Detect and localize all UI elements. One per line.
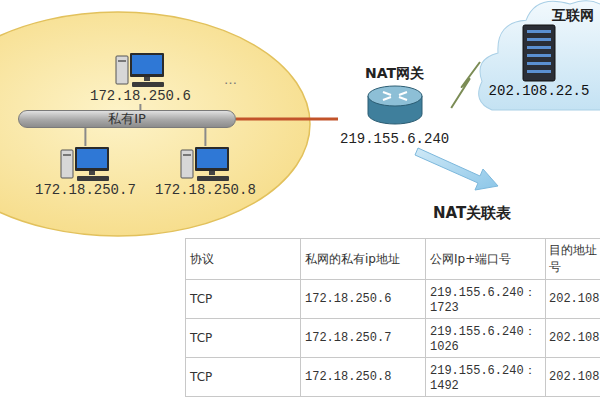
ip-address: 172.18.250.8 bbox=[155, 182, 256, 198]
monitor-stand bbox=[89, 171, 95, 175]
private-ip-cell: 172.18.250.8 bbox=[301, 358, 426, 397]
monitor-screen bbox=[77, 149, 107, 168]
lan-cable bbox=[84, 128, 86, 146]
table-row: TCP172.18.250.7219.155.6.240：1026202.108 bbox=[186, 319, 600, 358]
server-ip: 202.108.22.5 bbox=[489, 82, 590, 100]
monitor-screen bbox=[197, 149, 227, 168]
keyboard bbox=[197, 176, 229, 181]
public-ip-port-cell: 219.155.6.240：1492 bbox=[426, 358, 546, 397]
server-slot bbox=[527, 30, 551, 33]
protocol-cell: TCP bbox=[186, 319, 301, 358]
ip-address: 172.18.250.7 bbox=[35, 182, 136, 198]
cloud-outline bbox=[479, 1, 600, 110]
server-icon bbox=[521, 24, 557, 82]
lan-cable bbox=[204, 128, 206, 146]
gateway-name: NAT网关 bbox=[340, 64, 449, 82]
monitor-screen bbox=[132, 55, 162, 74]
router-icon bbox=[365, 84, 425, 128]
computer-icon bbox=[179, 146, 231, 182]
monitor-frame bbox=[130, 53, 164, 77]
computer-icon bbox=[59, 146, 111, 182]
private-ip-cell: 172.18.250.7 bbox=[301, 319, 426, 358]
table-title: NAT关联表 bbox=[433, 204, 511, 223]
public-ip-port-cell: 219.155.6.240：1723 bbox=[426, 280, 546, 319]
host-computer: 172.18.250.6 bbox=[86, 52, 195, 104]
pc-tower bbox=[116, 56, 128, 84]
table-row: TCP172.18.250.6219.155.6.240：1723202.108 bbox=[186, 280, 600, 319]
uplink-cable bbox=[236, 118, 338, 121]
server-slot bbox=[527, 46, 551, 49]
table-header: 目的地址号 bbox=[546, 239, 600, 280]
table-header: 公网Ip+端口号 bbox=[426, 239, 546, 280]
destination-cell: 202.108 bbox=[546, 280, 600, 319]
server-slot bbox=[527, 70, 551, 73]
table-header-row: 协议私网的私有ip地址公网Ip+端口号目的地址号 bbox=[186, 239, 600, 280]
keyboard bbox=[77, 176, 109, 181]
table-header: 协议 bbox=[186, 239, 301, 280]
computer-icon bbox=[114, 52, 166, 88]
server-slot bbox=[527, 62, 551, 65]
public-ip-port-cell: 219.155.6.240：1026 bbox=[426, 319, 546, 358]
table-row: TCP172.18.250.8219.155.6.240：1492202.108 bbox=[186, 358, 600, 397]
pc-tower-slot bbox=[183, 154, 191, 156]
private-network-area bbox=[0, 12, 310, 236]
monitor-stand bbox=[144, 77, 150, 81]
monitor-stand bbox=[209, 171, 215, 175]
table-header: 私网的私有ip地址 bbox=[301, 239, 426, 280]
pc-tower bbox=[61, 150, 73, 178]
server-slot bbox=[527, 54, 551, 57]
lan-bus: 私有IP bbox=[18, 110, 236, 128]
private-ip-cell: 172.18.250.6 bbox=[301, 280, 426, 319]
protocol-cell: TCP bbox=[186, 358, 301, 397]
host-computer: 172.18.250.7 bbox=[31, 146, 140, 198]
destination-cell: 202.108 bbox=[546, 319, 600, 358]
monitor-frame bbox=[75, 147, 109, 171]
table-pointer-arrow bbox=[415, 148, 498, 190]
server-case bbox=[523, 25, 555, 81]
wireless-link bbox=[451, 62, 480, 108]
ellipsis-mark: … bbox=[224, 72, 237, 87]
monitor-frame bbox=[195, 147, 229, 171]
pc-tower-slot bbox=[118, 60, 126, 62]
server-slot bbox=[527, 38, 551, 41]
host-computer: 172.18.250.8 bbox=[151, 146, 260, 198]
keyboard bbox=[132, 82, 164, 87]
internet-server: 互联网 202.108.22.5 bbox=[478, 0, 600, 114]
pc-tower bbox=[181, 150, 193, 178]
cloud-name: 互联网 bbox=[552, 6, 600, 24]
public-ip: 219.155.6.240 bbox=[340, 130, 449, 148]
ip-address: 172.18.250.6 bbox=[90, 88, 191, 104]
destination-cell: 202.108 bbox=[546, 358, 600, 397]
nat-table: 协议私网的私有ip地址公网Ip+端口号目的地址号TCP172.18.250.62… bbox=[185, 238, 600, 397]
protocol-cell: TCP bbox=[186, 280, 301, 319]
nat-gateway: NAT网关 219.155.6.240 bbox=[338, 64, 451, 148]
router-top bbox=[368, 86, 422, 106]
bus-label: 私有IP bbox=[108, 110, 146, 128]
router-arrows bbox=[383, 92, 407, 100]
pc-tower-slot bbox=[63, 154, 71, 156]
